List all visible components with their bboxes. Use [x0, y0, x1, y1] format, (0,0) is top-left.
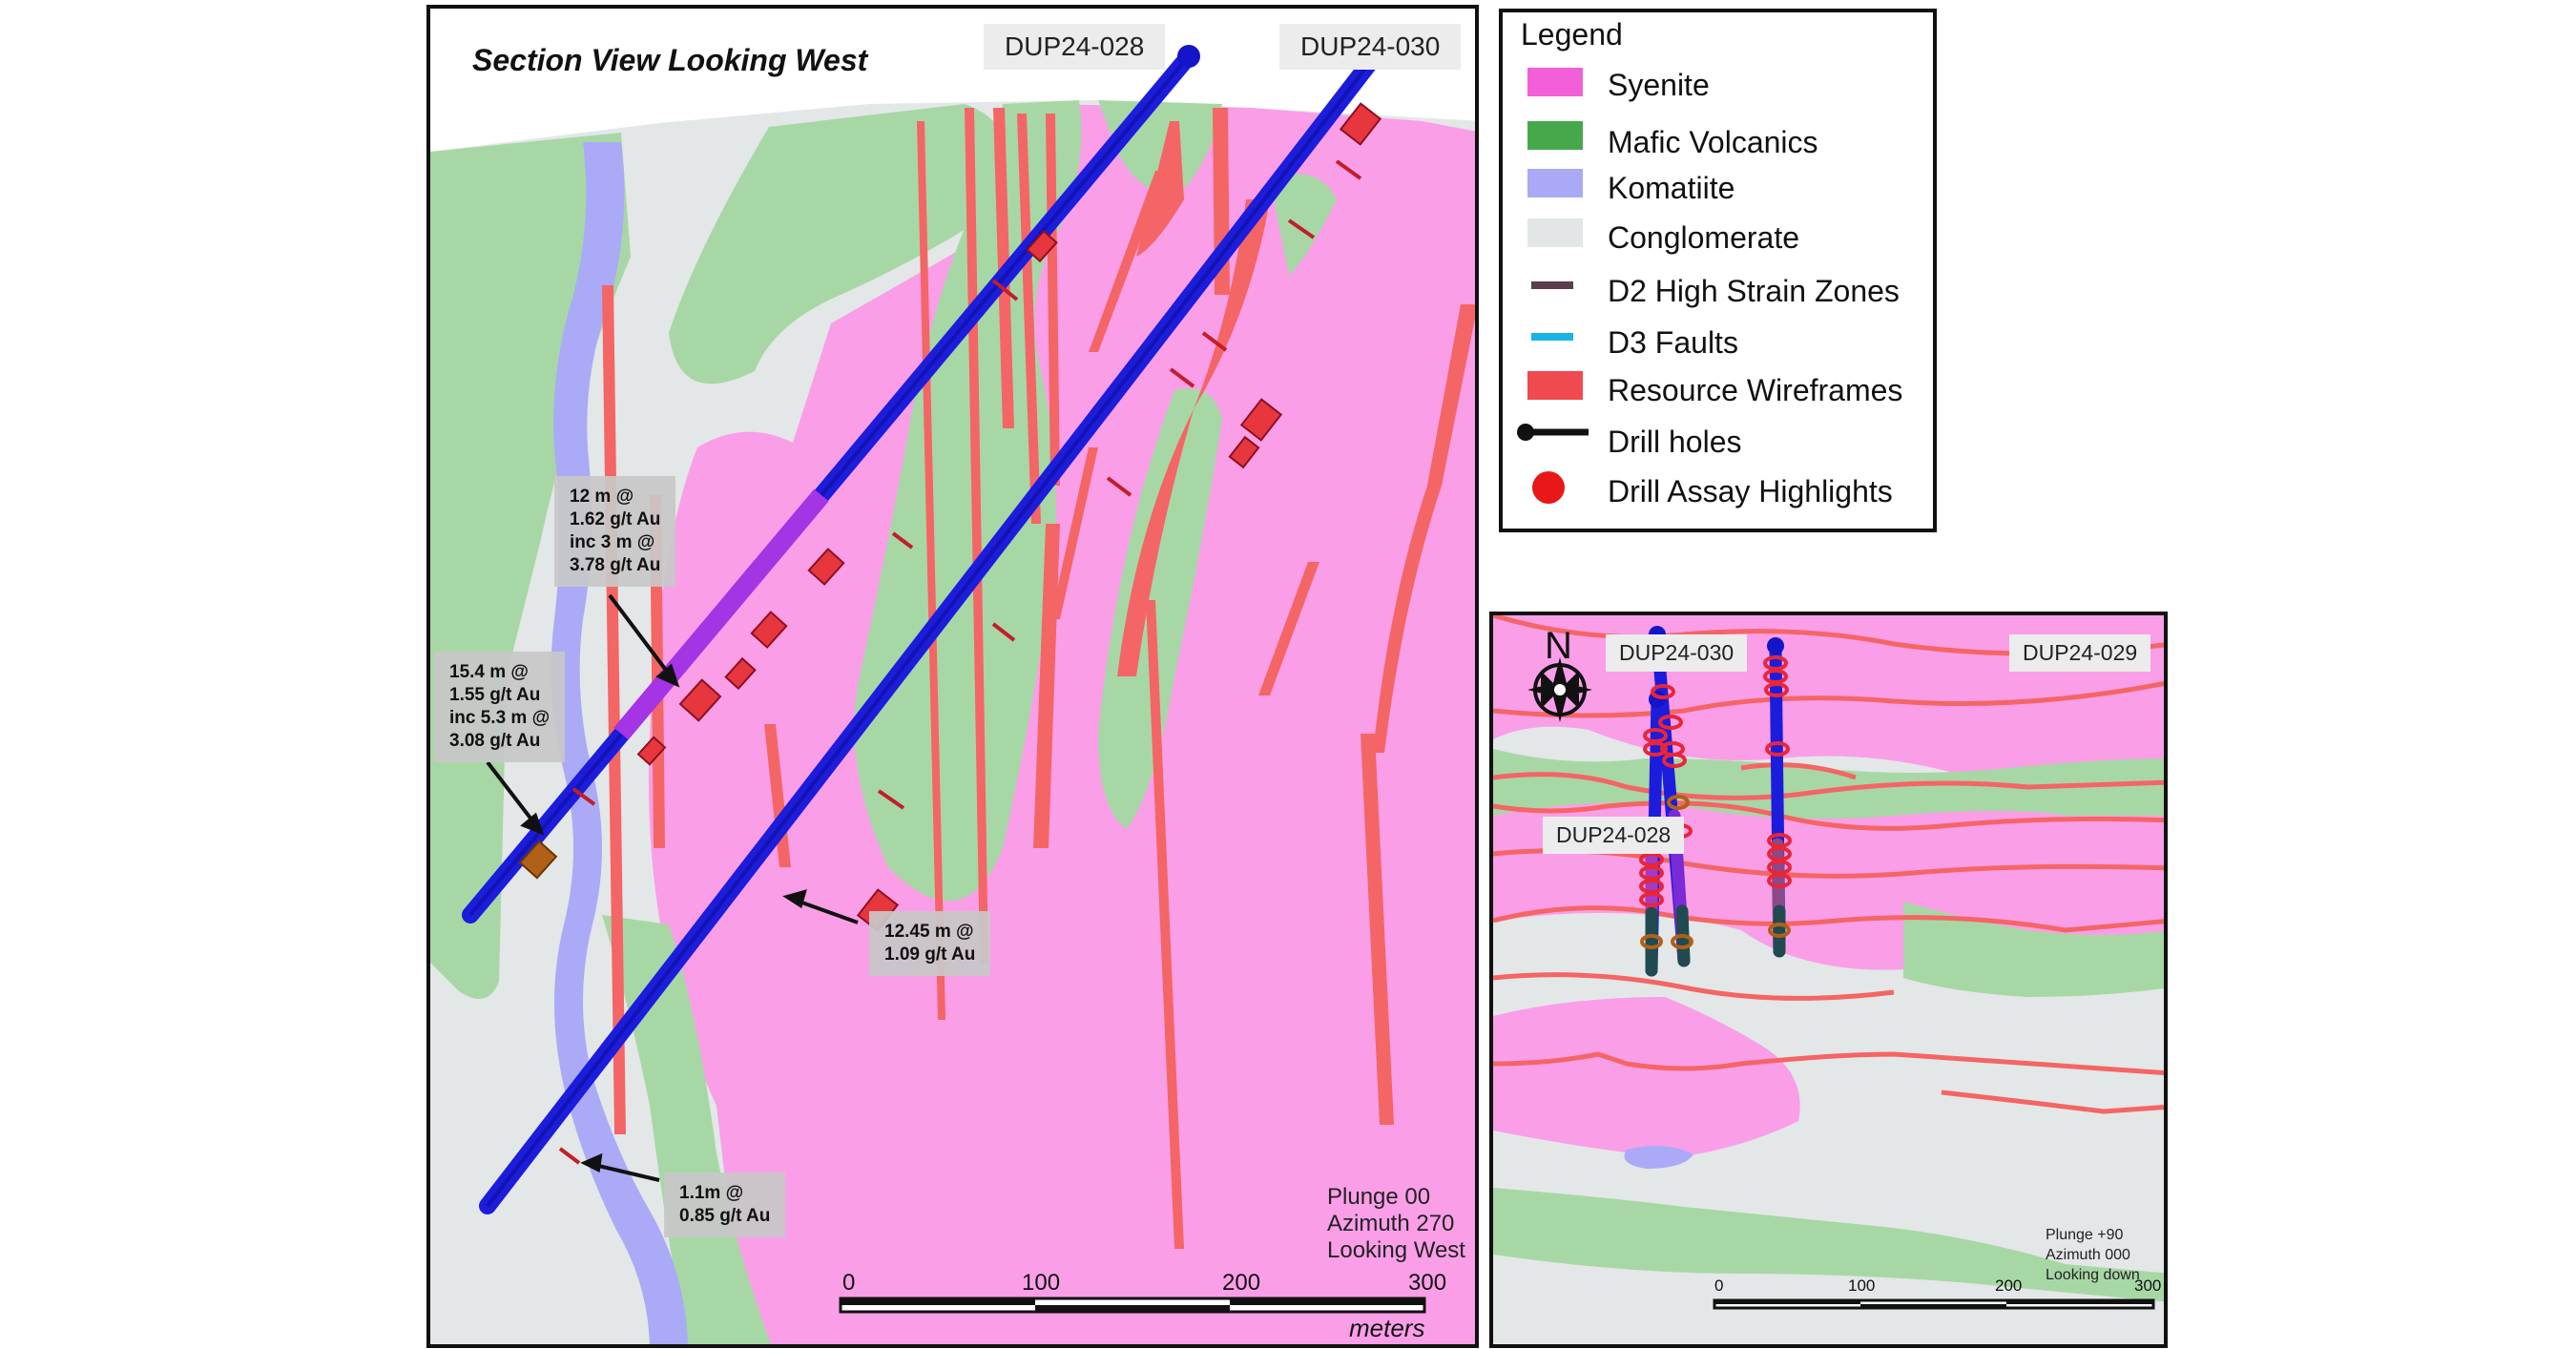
plan-hole-label-dup24-029: DUP24-029	[2009, 634, 2151, 672]
scale-tick-label: 0	[842, 1270, 856, 1296]
legend-item-conglomerate: Conglomerate	[1503, 215, 1933, 255]
legend-item-drill-holes: Drill holes	[1503, 417, 1933, 459]
mafic-swatch	[1527, 121, 1583, 150]
compass-rose-icon	[1527, 657, 1592, 722]
plan-scale-tick: 0	[1714, 1276, 1724, 1295]
section-scale-bar	[839, 1297, 1426, 1314]
legend-label: Mafic Volcanics	[1608, 125, 1818, 159]
assay-annotation: 12.45 m @ 1.09 g/t Au	[869, 911, 991, 976]
assay-annotation: 1.1m @ 0.85 g/t Au	[664, 1173, 786, 1237]
legend-title: Legend	[1521, 17, 1623, 52]
hole-label-dup24-030: DUP24-030	[1279, 24, 1462, 70]
plan-hole-label-dup24-030: DUP24-030	[1606, 634, 1748, 672]
fault-swatch	[1531, 333, 1573, 341]
scale-tick-label: 100	[1022, 1270, 1061, 1296]
legend-item-wireframes: Resource Wireframes	[1503, 367, 1933, 407]
section-geology-map	[430, 45, 1475, 1344]
drill-hole-icon	[1517, 424, 1589, 441]
legend-label: Komatiite	[1608, 171, 1735, 205]
legend-panel: Legend Syenite Mafic Volcanics Komatiite…	[1499, 9, 1937, 532]
assay-annotation: 15.4 m @ 1.55 g/t Au inc 5.3 m @ 3.08 g/…	[434, 652, 566, 762]
komatiite-swatch	[1527, 169, 1583, 197]
wireframe-swatch	[1527, 371, 1583, 400]
legend-item-syenite: Syenite	[1503, 62, 1933, 102]
assay-annotation: 12 m @ 1.62 g/t Au inc 3 m @ 3.78 g/t Au	[554, 476, 676, 587]
scale-tick-label: 300	[1408, 1270, 1447, 1296]
legend-label: Syenite	[1608, 68, 1710, 102]
plan-orientation: Plunge +90 Azimuth 000 Looking down	[2046, 1227, 2140, 1283]
assay-dot-icon	[1532, 471, 1565, 504]
legend-item-d2-strain: D2 High Strain Zones	[1503, 268, 1933, 308]
legend-label: Resource Wireframes	[1608, 373, 1903, 407]
legend-label: D2 High Strain Zones	[1608, 274, 1900, 308]
legend-item-d3-faults: D3 Faults	[1503, 320, 1933, 360]
section-title: Section View Looking West	[472, 43, 868, 77]
legend-item-assay: Drill Assay Highlights	[1503, 467, 1933, 508]
plan-scale-tick: 300	[2134, 1276, 2162, 1295]
legend-item-mafic: Mafic Volcanics	[1503, 117, 1933, 159]
scale-unit: meters	[1349, 1314, 1425, 1342]
legend-item-komatiite: Komatiite	[1503, 165, 1933, 205]
legend-label: Conglomerate	[1608, 220, 1799, 255]
legend-label: Drill holes	[1608, 425, 1742, 459]
scale-tick-label: 200	[1222, 1270, 1261, 1296]
plan-geology-map	[1493, 615, 2164, 1344]
plan-hole-label-dup24-028: DUP24-028	[1543, 817, 1685, 854]
hole-label-dup24-028: DUP24-028	[984, 24, 1166, 70]
legend-label: D3 Faults	[1608, 325, 1738, 360]
plan-scale-tick: 200	[1995, 1276, 2023, 1295]
strain-zone-swatch	[1531, 281, 1573, 289]
syenite-swatch	[1527, 68, 1583, 96]
north-label: N	[1545, 625, 1572, 667]
section-orientation: Plunge 00 Azimuth 270 Looking West	[1327, 1184, 1465, 1263]
legend-label: Drill Assay Highlights	[1608, 474, 1893, 508]
plan-view-panel: N DUP24-030 DUP24-029 DUP24-028 Plunge +…	[1489, 612, 2168, 1348]
conglomerate-swatch	[1527, 218, 1583, 247]
plan-scale-bar	[1713, 1298, 2155, 1310]
section-view-panel: Section View Looking West DUP24-028 DUP2…	[426, 5, 1479, 1348]
plan-scale-tick: 100	[1848, 1276, 1876, 1295]
